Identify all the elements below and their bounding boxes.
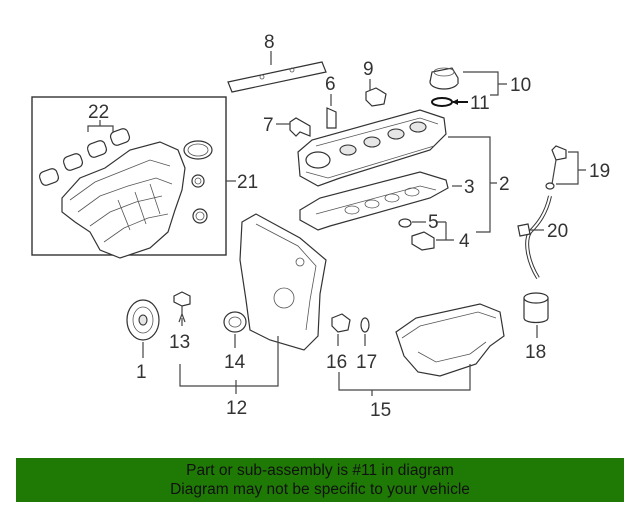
crank-pulley[interactable] [126, 299, 160, 341]
oil-pressure-sensor[interactable] [411, 231, 435, 251]
callout-18: 18 [525, 342, 546, 363]
callout-2: 2 [499, 174, 510, 195]
valve-cover-gasket[interactable] [299, 171, 449, 231]
callout-11: 11 [470, 93, 490, 114]
timing-cover[interactable] [239, 213, 327, 351]
callout-19: 19 [589, 161, 610, 182]
callout-12: 12 [226, 398, 247, 419]
drain-plug[interactable] [331, 313, 351, 333]
crank-seal[interactable] [223, 311, 247, 333]
dipstick[interactable] [545, 145, 567, 190]
callout-5: 5 [428, 212, 439, 233]
manifold-gaskets[interactable] [38, 127, 131, 186]
valve-cover[interactable] [297, 109, 447, 187]
bracket[interactable] [326, 107, 337, 129]
callout-13: 13 [169, 332, 190, 353]
intake-manifold[interactable] [61, 140, 213, 259]
manifold-sensor[interactable] [191, 174, 205, 188]
callout-20: 20 [547, 221, 568, 242]
notice-banner: Part or sub-assembly is #11 in diagram D… [16, 458, 624, 502]
callout-9: 9 [363, 59, 374, 80]
cam-sensor[interactable] [365, 87, 387, 107]
callout-7: 7 [263, 115, 274, 136]
spark-tube-seal[interactable] [398, 218, 412, 228]
manifold-seal[interactable] [192, 208, 208, 224]
callout-22: 22 [88, 102, 109, 123]
callout-6: 6 [325, 74, 336, 95]
callout-17: 17 [356, 352, 377, 373]
callout-16: 16 [326, 352, 347, 373]
callout-15: 15 [370, 400, 391, 421]
clip-bracket[interactable] [289, 117, 311, 137]
oil-pan[interactable] [395, 303, 505, 377]
callout-14: 14 [224, 352, 246, 373]
callout-3: 3 [464, 177, 475, 198]
oil-filler-cap[interactable] [429, 67, 459, 90]
callout-10: 10 [510, 75, 531, 96]
pulley-bolt[interactable] [173, 291, 191, 316]
dipstick-tube[interactable] [517, 195, 552, 280]
banner-line-1: Part or sub-assembly is #11 in diagram [186, 462, 454, 479]
callout-4: 4 [459, 231, 470, 252]
callout-8: 8 [264, 32, 275, 53]
callout-21: 21 [237, 172, 258, 193]
oil-filter[interactable] [523, 292, 549, 324]
cover-gasket[interactable] [227, 61, 327, 93]
oil-filler-cap-seal[interactable] [431, 97, 453, 107]
banner-line-2: Diagram may not be specific to your vehi… [170, 481, 470, 498]
drain-plug-washer[interactable] [360, 317, 370, 333]
callout-1: 1 [136, 362, 147, 383]
